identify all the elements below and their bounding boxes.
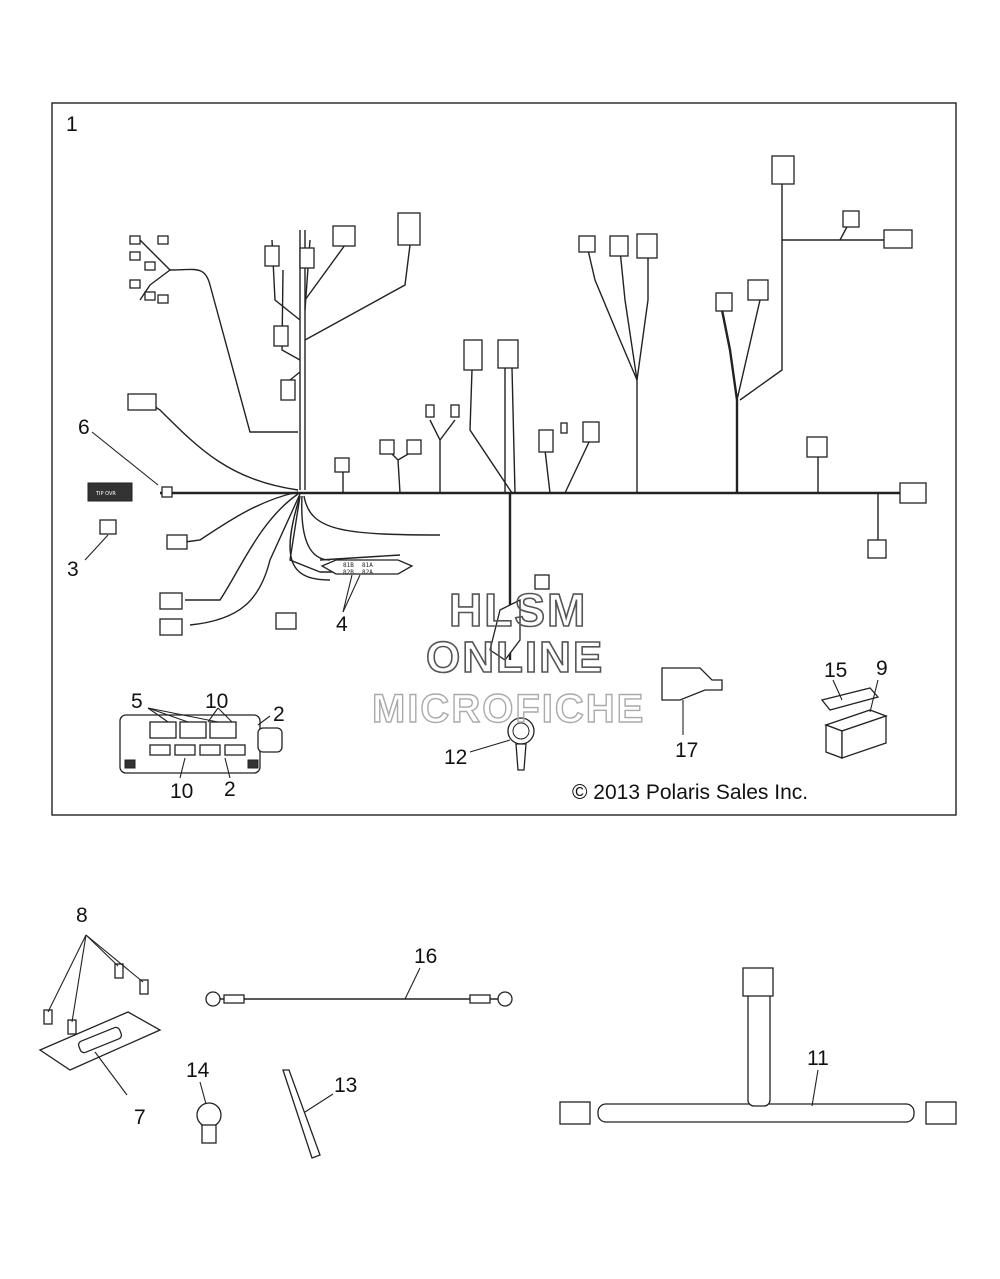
callout-10-top: 10	[205, 690, 228, 713]
fuse-relay-box	[119, 714, 283, 774]
leader-lines	[47, 431, 879, 1113]
callout-12: 12	[444, 746, 467, 769]
harness-connectors: TIP OVR 81B 81A 82B 82A	[87, 155, 927, 661]
fuse-tag-82a: 82A	[362, 569, 373, 576]
callout-2-bottom: 2	[224, 778, 236, 801]
tie-strap-13	[282, 1069, 321, 1159]
callout-3: 3	[67, 558, 79, 581]
main-harness	[139, 175, 900, 660]
callout-2-top: 2	[273, 703, 285, 726]
callout-10-bottom: 10	[170, 780, 193, 803]
watermark-line-2: ONLINE	[426, 633, 604, 682]
callout-14: 14	[186, 1059, 210, 1082]
clip-12	[507, 717, 535, 771]
sub-harness-11	[559, 967, 957, 1125]
callout-15: 15	[824, 659, 847, 682]
fuse-tag-81a: 81A	[362, 562, 373, 569]
fuse-holder-4	[320, 559, 414, 575]
tip-over-module	[87, 482, 133, 502]
label-15	[820, 687, 880, 711]
callout-4: 4	[336, 613, 348, 636]
fuse-tag-82b: 82B	[343, 569, 354, 576]
callout-7: 7	[134, 1106, 146, 1129]
screws-8	[43, 963, 149, 1035]
fuse-tag-81b: 81B	[343, 562, 354, 569]
watermark-line-3: MICROFICHE	[372, 687, 645, 731]
callout-5: 5	[131, 690, 143, 713]
module-tag: TIP OVR	[95, 491, 116, 497]
callout-16: 16	[414, 945, 437, 968]
main-assembly-frame	[51, 102, 957, 816]
callout-17: 17	[675, 739, 698, 762]
clip-14	[196, 1102, 222, 1144]
watermark-line-1: HLSM	[449, 584, 587, 636]
callout-9: 9	[876, 657, 888, 680]
callout-1: 1	[66, 113, 78, 136]
callout-13: 13	[334, 1074, 357, 1097]
callout-8: 8	[76, 904, 88, 927]
ground-cable-16	[205, 991, 513, 1007]
box-9	[824, 709, 888, 759]
copyright-notice: © 2013 Polaris Sales Inc.	[572, 781, 808, 804]
boot-17	[661, 667, 723, 701]
callout-11: 11	[807, 1047, 829, 1070]
callout-6: 6	[78, 416, 90, 439]
